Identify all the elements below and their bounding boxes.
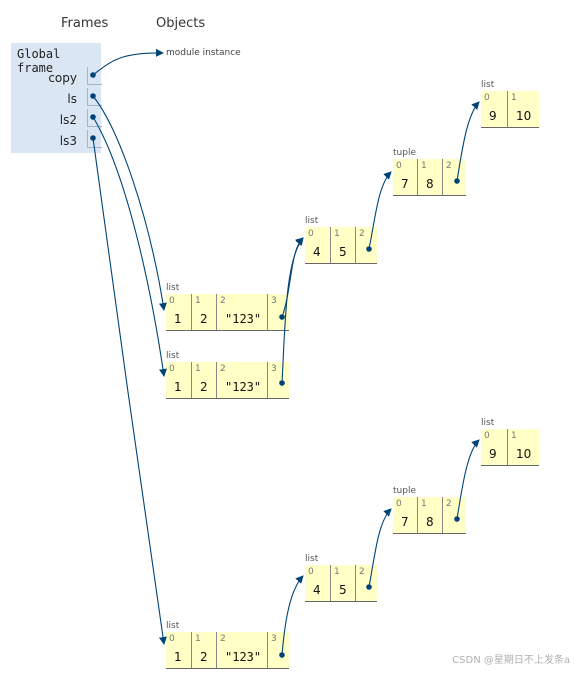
list-cell: 2"123" <box>216 362 267 398</box>
module-instance-label: module instance <box>166 48 241 58</box>
type-label-list: list <box>481 80 495 90</box>
slot-ls <box>87 88 102 106</box>
type-label-list: list <box>166 621 180 631</box>
var-ls: ls <box>67 92 77 106</box>
arrow-ls2 <box>92 116 167 377</box>
type-label-tuple: tuple <box>393 486 416 496</box>
type-label-tuple: tuple <box>393 148 416 158</box>
list-cell: 3 <box>267 294 289 330</box>
arrow-tuple-to-list9 <box>456 101 480 182</box>
dot-list45b-2 <box>366 584 372 590</box>
global-frame-title: Global frame <box>17 47 61 75</box>
tuple-cell: 2 <box>442 159 466 195</box>
list-cell: 2 <box>355 227 377 263</box>
dot-ls2 <box>90 114 96 120</box>
dot-tupleb-2 <box>454 516 460 522</box>
dot-ls3-3 <box>279 652 285 658</box>
list-cell: 2"123" <box>216 294 267 330</box>
list-cell: 2 <box>355 565 377 601</box>
type-label-list: list <box>305 216 319 226</box>
list-cell: 3 <box>267 362 289 398</box>
var-copy: copy <box>48 71 77 85</box>
dot-list45-2 <box>366 246 372 252</box>
type-label-list: list <box>305 554 319 564</box>
dot-ls <box>90 93 96 99</box>
dot-ls2-3 <box>279 380 285 386</box>
objects-header: Objects <box>156 16 206 31</box>
slot-copy <box>87 67 102 85</box>
arrow-list45-to-tuple <box>368 171 392 250</box>
dot-ls3 <box>90 135 96 141</box>
arrow-copy <box>92 48 164 76</box>
slot-ls2 <box>87 109 102 127</box>
var-ls3: ls3 <box>59 134 77 148</box>
arrow-ls <box>92 95 167 311</box>
watermark: CSDN @星期日不上发条a <box>452 655 570 666</box>
global-frame: Global frame copy ls ls2 ls3 <box>11 43 102 153</box>
arrow-tuple-copy-to-list9 <box>456 439 480 520</box>
type-label-list: list <box>166 283 180 293</box>
dot-tuple-2 <box>454 178 460 184</box>
arrow-ls2-to-list45 <box>281 237 304 384</box>
list-cell: 2"123" <box>216 632 267 668</box>
arrow-ls3 <box>92 137 167 645</box>
type-label-list: list <box>481 418 495 428</box>
tuple-cell: 2 <box>442 497 466 533</box>
var-ls2: ls2 <box>59 113 77 127</box>
arrow-ls3-to-list45-copy <box>281 575 304 656</box>
arrow-list45-copy-to-tuple <box>368 508 392 588</box>
dot-copy <box>90 72 96 78</box>
list-cell: 3 <box>267 632 289 668</box>
type-label-list: list <box>166 351 180 361</box>
dot-ls-3 <box>279 314 285 320</box>
frames-header: Frames <box>61 16 109 31</box>
arrow-ls-to-list45 <box>281 237 304 318</box>
